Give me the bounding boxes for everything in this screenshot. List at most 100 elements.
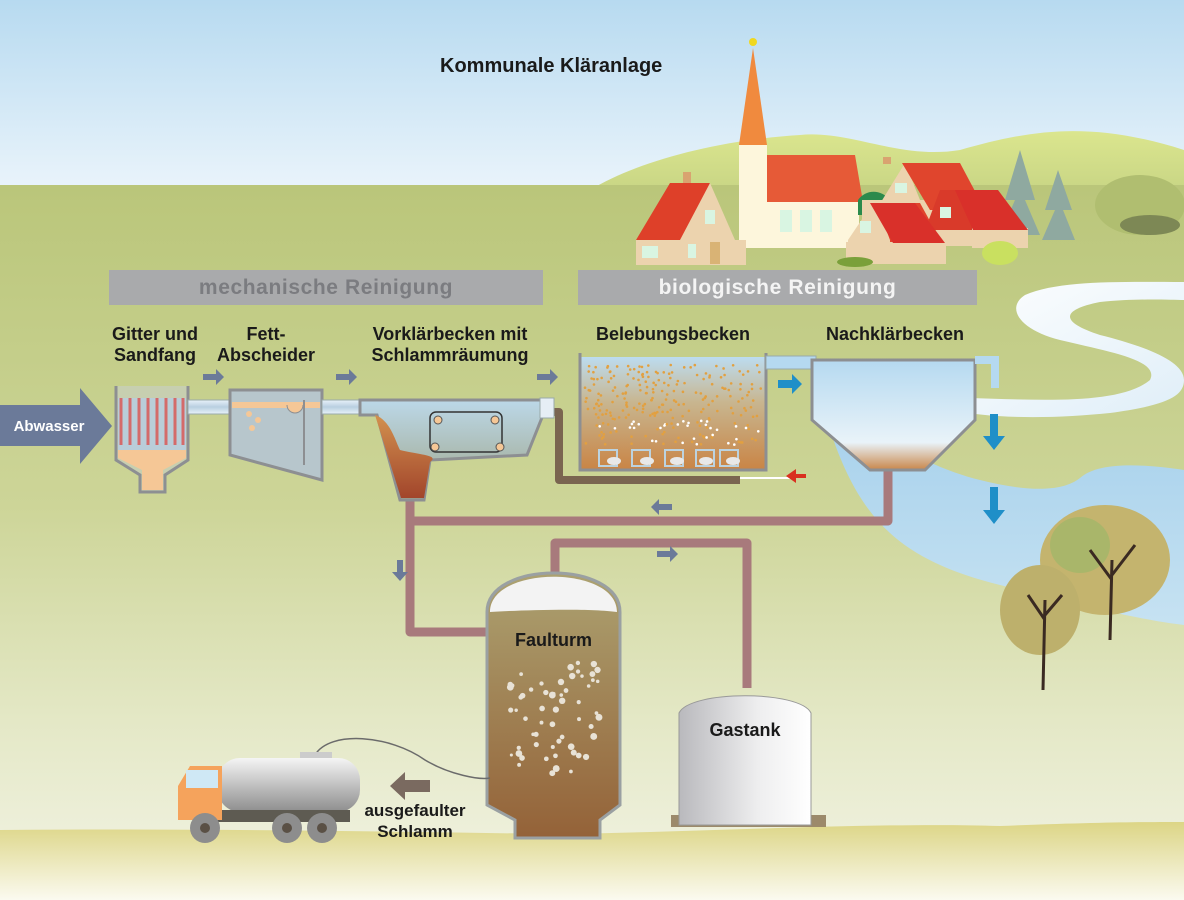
aeration-floc — [729, 394, 732, 398]
aeration-floc — [667, 372, 671, 376]
aeration-floc — [756, 429, 760, 433]
gas-bubble — [514, 708, 518, 713]
aeration-floc — [731, 411, 735, 415]
aeration-floc — [653, 411, 656, 415]
aeration-floc — [615, 430, 618, 433]
aeration-floc — [733, 443, 736, 446]
aeration-floc — [723, 387, 727, 390]
aeration-floc — [709, 426, 712, 430]
aeration-floc — [705, 436, 708, 439]
aeration-floc — [674, 400, 678, 404]
aeration-floc — [626, 364, 630, 368]
aeration-floc — [664, 398, 668, 401]
aeration-floc — [640, 365, 644, 369]
aeration-floc — [755, 414, 759, 418]
aeration-floc — [750, 437, 754, 441]
aeration-floc — [681, 390, 685, 394]
aeration-floc — [693, 363, 697, 367]
gas-bubble — [595, 679, 600, 684]
gas-bubble — [558, 697, 566, 705]
aeration-floc — [715, 364, 718, 368]
village — [636, 38, 1184, 267]
gas-bubble — [559, 734, 565, 740]
aeration-floc — [601, 421, 605, 425]
page-title: Kommunale Kläranlage — [440, 55, 663, 77]
grease-separator — [228, 388, 324, 482]
aeration-floc — [743, 406, 746, 410]
gas-bubble — [590, 733, 598, 740]
gas-bubble — [563, 688, 569, 693]
gas-bubble — [594, 711, 599, 715]
primary-clarifier — [358, 397, 555, 502]
aeration-floc — [715, 428, 719, 432]
gas-bubble — [588, 723, 594, 730]
aeration-floc — [676, 379, 680, 383]
gas-bubble — [567, 663, 574, 671]
aeration-floc — [600, 437, 604, 440]
aeration-floc — [609, 377, 613, 380]
aeration-tank — [578, 353, 817, 472]
aeration-floc — [621, 392, 625, 395]
tanker-truck[interactable] — [178, 737, 491, 843]
gas-bubble — [590, 660, 598, 668]
aeration-floc — [638, 402, 641, 405]
gas-bubble — [549, 770, 556, 777]
aeration-floc — [739, 413, 743, 417]
sludge-pipes — [405, 470, 893, 688]
aeration-floc — [674, 440, 677, 444]
gas-bubble — [509, 753, 513, 757]
aeration-floc — [699, 419, 703, 423]
aeration-floc — [746, 393, 749, 397]
aeration-floc — [644, 380, 648, 384]
gas-bubble — [577, 717, 581, 722]
digester — [485, 571, 622, 840]
aeration-floc — [711, 399, 714, 403]
aeration-floc — [603, 443, 607, 446]
gas-bubble — [517, 762, 522, 767]
aeration-floc — [661, 432, 664, 436]
inflow-arrow[interactable] — [0, 388, 112, 464]
aeration-floc — [700, 410, 703, 414]
aeration-floc — [682, 419, 685, 423]
aeration-floc — [750, 382, 754, 386]
aeration-floc — [690, 440, 694, 444]
aeration-floc — [637, 422, 641, 426]
aeration-floc — [628, 368, 632, 371]
aeration-floc — [710, 436, 714, 439]
aeration-floc — [641, 410, 645, 414]
gas-bubble — [582, 753, 590, 761]
aeration-floc — [625, 401, 628, 404]
gas-bubble — [590, 678, 595, 682]
gas-bubble — [559, 693, 564, 697]
gas-bubble — [519, 755, 525, 761]
aeration-floc — [662, 381, 666, 385]
gas-bubble — [549, 721, 556, 728]
aeration-floc — [699, 442, 703, 446]
gas-bubble — [552, 765, 560, 773]
aeration-floc — [651, 396, 654, 400]
gastank-label: Gastank — [709, 720, 781, 740]
aeration-floc — [632, 420, 635, 423]
aeration-floc — [659, 426, 662, 430]
aeration-floc — [641, 372, 645, 376]
aeration-floc — [644, 391, 648, 395]
gas-bubble — [580, 674, 584, 678]
aeration-floc — [741, 397, 744, 400]
aeration-floc — [644, 434, 647, 438]
aeration-floc — [621, 409, 625, 412]
gas-bubble — [543, 689, 549, 696]
aeration-floc — [754, 438, 757, 442]
aeration-floc — [758, 370, 761, 374]
aeration-floc — [617, 416, 621, 419]
aeration-floc — [604, 412, 608, 416]
aeration-floc — [734, 425, 738, 428]
gas-bubble — [543, 756, 549, 762]
aeration-floc — [587, 370, 590, 373]
aeration-floc — [638, 365, 641, 368]
aeration-floc — [660, 389, 664, 393]
aeration-floc — [632, 426, 636, 430]
aeration-floc — [665, 422, 669, 426]
flow-arrows — [203, 369, 678, 581]
